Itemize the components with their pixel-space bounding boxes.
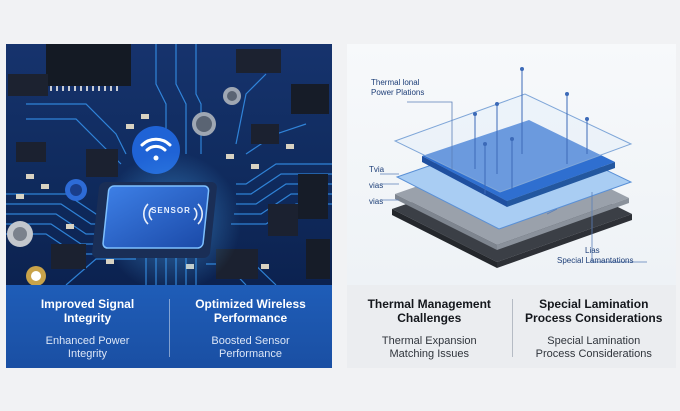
via-dots	[473, 67, 589, 146]
layer-stack-diagram	[380, 67, 647, 268]
layers-panel: Thermal lonal Power Plations Tvia vias v…	[347, 44, 676, 368]
caption-sub-line: Performance	[219, 348, 282, 360]
caption-title-line: Challenges	[397, 311, 462, 325]
pcb-components	[7, 44, 330, 285]
layer-stack-illustration: Thermal lonal Power Plations Tvia vias v…	[347, 44, 676, 285]
caption-title: Thermal Management Challenges	[347, 297, 512, 325]
caption-title-line: Performance	[213, 311, 288, 325]
transparent-top-layer	[393, 93, 633, 193]
caption-sub-line: Boosted Sensor	[211, 335, 290, 347]
caption-sub-line: Special Lamination	[547, 335, 641, 347]
caption-title-line: Special Lamination	[539, 297, 649, 311]
caption-subtitle: Special Lamination Process Consideration…	[512, 335, 677, 361]
caption-title: Special Lamination Process Consideration…	[512, 297, 677, 325]
label-line: Thermal lonal	[371, 78, 420, 87]
caption-title-line: Optimized Wireless	[195, 297, 306, 311]
pcb-caption-bar: Improved Signal Integrity Enhanced Power…	[6, 285, 332, 368]
caption-title: Optimized Wireless Performance	[169, 297, 332, 325]
caption-subtitle: Enhanced Power Integrity	[6, 335, 169, 361]
pcb-board-graphic	[6, 44, 332, 285]
caption-title-line: Thermal Management	[367, 297, 491, 311]
caption-lamination-process: Special Lamination Process Consideration…	[512, 297, 677, 361]
label-vias-2: vias	[369, 197, 384, 206]
caption-sub-line: Enhanced Power	[45, 335, 130, 347]
chip-label: SENSOR	[151, 206, 191, 215]
label-vias-1: vias	[369, 181, 384, 190]
label-special: Special Lamantations	[557, 256, 634, 265]
caption-title-line: Integrity	[63, 311, 112, 325]
caption-wireless-performance: Optimized Wireless Performance Boosted S…	[169, 297, 332, 361]
caption-subtitle: Boosted Sensor Performance	[169, 335, 332, 361]
caption-title-line: Process Considerations	[525, 311, 663, 325]
label-line: Power Plations	[371, 88, 425, 97]
label-lias: Lias	[585, 246, 600, 255]
pcb-illustration: SENSOR	[6, 44, 332, 285]
caption-signal-integrity: Improved Signal Integrity Enhanced Power…	[6, 297, 169, 361]
caption-thermal-management: Thermal Management Challenges Thermal Ex…	[347, 297, 512, 361]
caption-sub-line: Matching Issues	[389, 348, 469, 360]
caption-sub-line: Process Considerations	[535, 348, 652, 360]
sensor-chip	[92, 152, 241, 285]
caption-title: Improved Signal Integrity	[6, 297, 169, 325]
caption-sub-line: Thermal Expansion	[381, 335, 477, 347]
chip-wireless-icon	[143, 203, 203, 225]
layers-caption-bar: Thermal Management Challenges Thermal Ex…	[347, 285, 676, 368]
caption-sub-line: Integrity	[67, 348, 108, 360]
label-top: Thermal lonal Power Plations	[371, 78, 424, 98]
caption-divider	[511, 299, 513, 357]
caption-title-line: Improved Signal	[40, 297, 135, 311]
pcb-panel: SENSOR Improved Signal Integrity Enhance…	[6, 44, 332, 368]
caption-subtitle: Thermal Expansion Matching Issues	[347, 335, 512, 361]
label-tvia: Tvia	[369, 165, 385, 174]
via-lines	[474, 69, 588, 194]
leader-lines	[380, 101, 647, 263]
caption-divider	[169, 299, 170, 357]
